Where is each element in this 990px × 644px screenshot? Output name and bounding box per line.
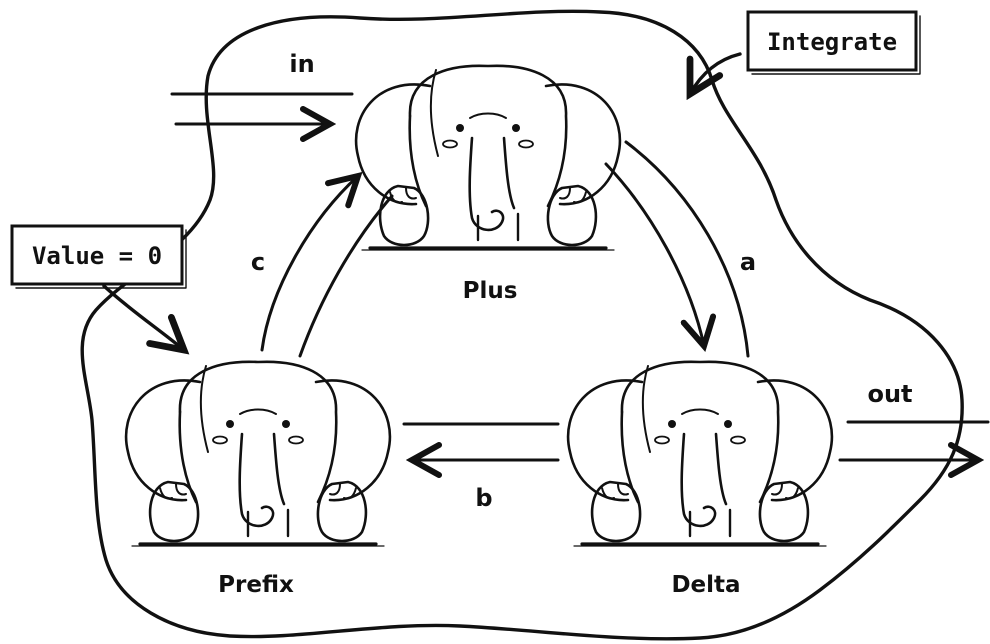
- node-prefix-label: Prefix: [218, 572, 294, 598]
- edge-c-inner: [298, 194, 394, 358]
- initial-value-label: Value = 0: [32, 242, 162, 270]
- integrate-pointer-arrow: [690, 52, 742, 94]
- node-delta: Delta: [566, 360, 834, 598]
- edge-c-label: c: [251, 248, 265, 276]
- edge-a-outer: [624, 140, 750, 358]
- elephant-icon: [124, 360, 392, 548]
- out-label: out: [867, 380, 912, 408]
- edge-b-label: b: [475, 484, 492, 512]
- node-delta-label: Delta: [671, 572, 740, 598]
- integrate-boundary: [80, 9, 964, 641]
- node-plus: Plus: [354, 64, 622, 304]
- elephant-icon: [354, 64, 622, 252]
- integrate-callout: Integrate: [690, 10, 921, 94]
- edge-a-arrow: [604, 162, 704, 346]
- integrate-callout-label: Integrate: [767, 28, 897, 56]
- in-label: in: [289, 50, 314, 78]
- node-plus-label: Plus: [463, 278, 518, 304]
- initial-value-callout: Value = 0: [10, 224, 186, 350]
- node-prefix: Prefix: [124, 360, 392, 598]
- edge-c-outer: [260, 176, 358, 352]
- edge-a-label: a: [740, 248, 756, 276]
- elephant-icon: [566, 360, 834, 548]
- initial-value-pointer-arrow: [102, 284, 184, 350]
